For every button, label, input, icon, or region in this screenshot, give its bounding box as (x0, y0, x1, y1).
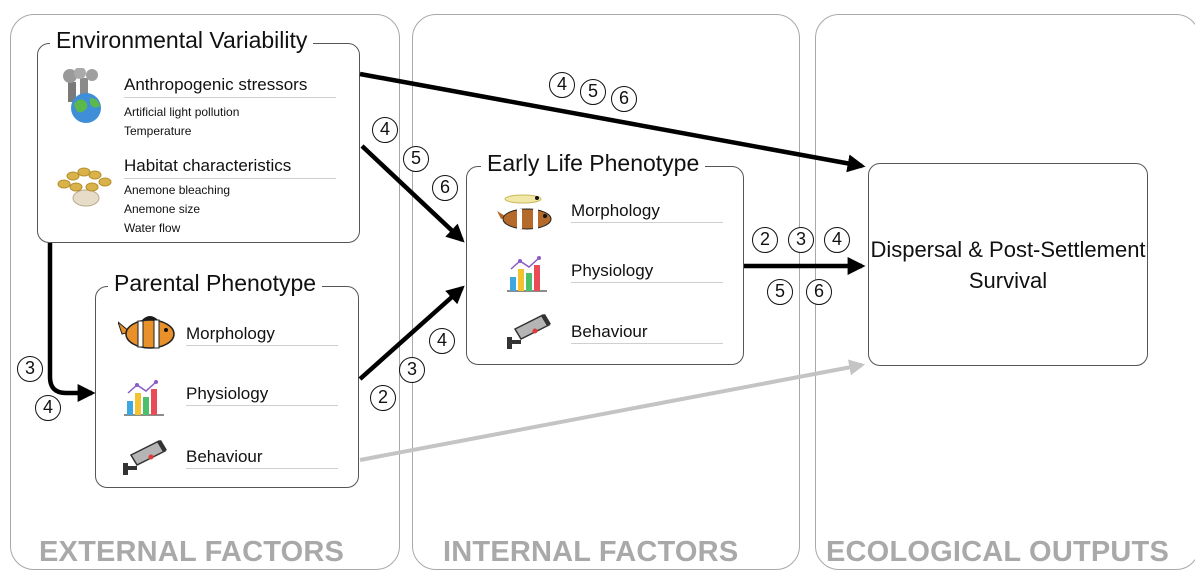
larva-fish-icon (497, 194, 552, 230)
parental-physiology-label: Physiology (186, 384, 269, 403)
temperature-text: Temperature (124, 124, 192, 138)
parental-physiology-underline (186, 405, 338, 406)
camera-icon (123, 440, 167, 475)
parental-morphology-label: Morphology (186, 324, 275, 343)
external-factors-label: EXTERNAL FACTORS (39, 536, 345, 568)
parental-phenotype-title: Parental Phenotype (108, 270, 323, 297)
anemone-bleaching-text: Anemone bleaching (124, 183, 231, 197)
env-early-num-3: 6 (432, 175, 458, 201)
env-parental-num-2: 4 (35, 395, 61, 421)
anemone-icon (57, 167, 112, 207)
parental-morphology-underline (186, 345, 338, 346)
early-physiology-label: Physiology (571, 261, 654, 280)
early-life-phenotype-box: Early Life Phenotype Morphology Physiolo… (466, 150, 744, 365)
early-morphology-label: Morphology (571, 201, 660, 220)
parental-phenotype-box: Parental Phenotype Morphology Physiology… (95, 270, 359, 488)
camera-icon (507, 314, 551, 349)
anemone-size-text: Anemone size (124, 202, 201, 216)
parental-early-num-2: 3 (399, 357, 425, 383)
clownfish-icon (118, 316, 175, 349)
early-behaviour-label: Behaviour (571, 322, 648, 341)
parental-early-num-3: 4 (429, 328, 455, 354)
internal-factors-label: INTERNAL FACTORS (443, 536, 739, 568)
early-dispersal-num-3: 4 (824, 227, 850, 253)
early-dispersal-num-2: 3 (788, 227, 814, 253)
env-dispersal-num-1: 4 (549, 72, 575, 98)
environmental-variability-title: Environmental Variability (50, 27, 314, 54)
env-early-num-2: 5 (403, 146, 429, 172)
parental-behaviour-label: Behaviour (186, 447, 263, 466)
environmental-variability-box: Environmental Variability Anthropogenic … (37, 27, 360, 243)
early-physiology-underline (571, 282, 723, 283)
habitat-underline (124, 178, 336, 179)
dispersal-survival-box: Dispersal & Post-Settlement Survival (868, 163, 1148, 366)
bar-chart-icon (124, 380, 164, 416)
env-parental-num-1: 3 (17, 356, 43, 382)
ecological-outputs-label: ECOLOGICAL OUTPUTS (826, 536, 1170, 568)
env-dispersal-num-2: 5 (580, 79, 606, 105)
dispersal-survival-text: Dispersal & Post-Settlement Survival (870, 237, 1146, 293)
parental-behaviour-underline (186, 468, 338, 469)
bar-chart-icon (507, 256, 547, 292)
parental-early-num-1: 2 (370, 385, 396, 411)
anthropogenic-underline (124, 97, 336, 98)
water-flow-text: Water flow (124, 221, 181, 235)
env-dispersal-num-3: 6 (611, 86, 637, 112)
early-morphology-underline (571, 222, 723, 223)
env-early-num-1: 4 (372, 117, 398, 143)
early-behaviour-underline (571, 343, 723, 344)
smokestack-earth-icon (63, 68, 101, 123)
early-life-phenotype-title: Early Life Phenotype (481, 150, 706, 177)
artificial-light-pollution-text: Artificial light pollution (124, 105, 240, 119)
anthropogenic-stressors-title: Anthropogenic stressors (124, 75, 308, 94)
habitat-characteristics-title: Habitat characteristics (124, 156, 292, 175)
early-dispersal-num-5: 6 (806, 279, 832, 305)
early-dispersal-num-1: 2 (752, 227, 778, 253)
early-dispersal-num-4: 5 (767, 279, 793, 305)
